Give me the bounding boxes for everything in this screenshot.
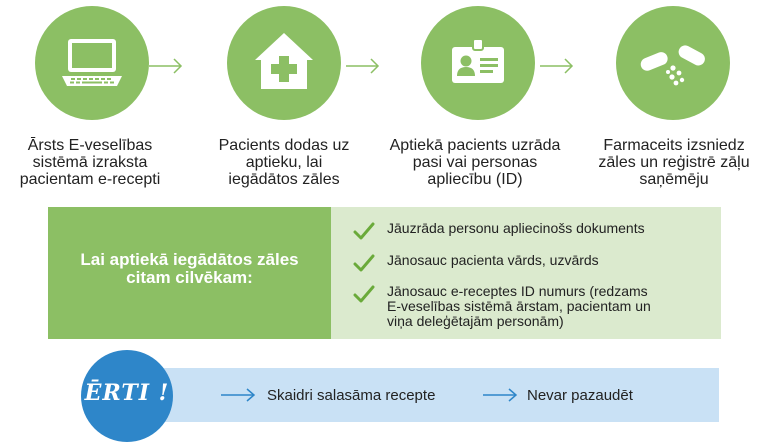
step-2-text: Pacients dodas uz aptieku, lai iegādātos…	[194, 137, 374, 188]
requirements-title-line: citam cilvēkam:	[126, 268, 253, 287]
requirements-title-line: Lai aptiekā iegādātos zāles	[80, 250, 299, 269]
check-icon	[353, 285, 375, 303]
benefit-arrow-1	[221, 388, 256, 402]
requirement-line: Jānosauc pacienta vārds, uzvārds	[387, 252, 599, 268]
erti-badge: ĒRTI !	[81, 350, 173, 442]
step-arrow-2	[346, 58, 380, 74]
step-4-line: zāles un reģistrē zāļu	[598, 154, 750, 171]
benefit-item-2: Nevar pazaudēt	[527, 387, 633, 404]
step-3-line: apliecību (ID)	[427, 171, 523, 188]
erti-badge-text: ĒRTI !	[84, 380, 170, 406]
requirement-line: Jānosauc e-receptes ID numurs (redzams	[387, 283, 648, 299]
requirement-item: Jānosauc pacienta vārds, uzvārds	[387, 253, 717, 268]
check-icon	[353, 222, 375, 240]
step-3-line: pasi vai personas	[412, 154, 538, 171]
benefit-arrow-2	[483, 388, 518, 402]
step-4-text: Farmaceits izsniedz zāles un reģistrē zā…	[584, 137, 764, 188]
step-2-line: iegādātos zāles	[228, 171, 340, 188]
step-1-text: Ārsts E-veselības sistēmā izraksta pacie…	[0, 137, 180, 188]
step-1-line: pacientam e-recepti	[19, 171, 161, 188]
step-4-line: Farmaceits izsniedz	[603, 137, 745, 154]
step-2-line: Pacients dodas uz	[218, 137, 350, 154]
step-3-text: Aptiekā pacients uzrāda pasi vai persona…	[385, 137, 565, 188]
id-card-icon	[452, 38, 504, 83]
step-1-line: sistēmā izraksta	[32, 154, 148, 171]
benefit-item-1: Skaidri salasāma recepte	[267, 387, 436, 404]
requirements-title: Lai aptiekā iegādātos zāles citam cilvēk…	[48, 251, 331, 287]
step-2-circle	[227, 6, 341, 120]
check-icon	[353, 254, 375, 272]
step-1-circle	[35, 6, 149, 120]
requirement-line: Jāuzrāda personu apliecinošs dokuments	[387, 220, 645, 236]
step-3-circle	[421, 6, 535, 120]
step-2-line: aptieku, lai	[245, 154, 323, 171]
laptop-icon	[62, 39, 122, 86]
requirement-item: Jānosauc e-receptes ID numurs (redzams E…	[387, 284, 717, 329]
requirement-line: E-veselības sistēmā ārstam, pacientam un	[387, 298, 651, 314]
step-arrow-3	[540, 58, 574, 74]
pills-icon	[640, 45, 705, 86]
requirements-list: Jāuzrāda personu apliecinošs dokuments J…	[331, 207, 721, 339]
requirement-item: Jāuzrāda personu apliecinošs dokuments	[387, 221, 717, 236]
step-4-line: saņēmēju	[639, 171, 709, 188]
requirements-title-panel: Lai aptiekā iegādātos zāles citam cilvēk…	[48, 207, 331, 339]
requirement-line: viņa deleģētajām personām)	[387, 313, 564, 329]
step-arrow-1	[149, 58, 183, 74]
house-cross-icon	[255, 33, 313, 89]
step-4-circle	[616, 6, 730, 120]
step-3-line: Aptiekā pacients uzrāda	[389, 137, 561, 154]
step-1-line: Ārsts E-veselības	[27, 137, 153, 154]
